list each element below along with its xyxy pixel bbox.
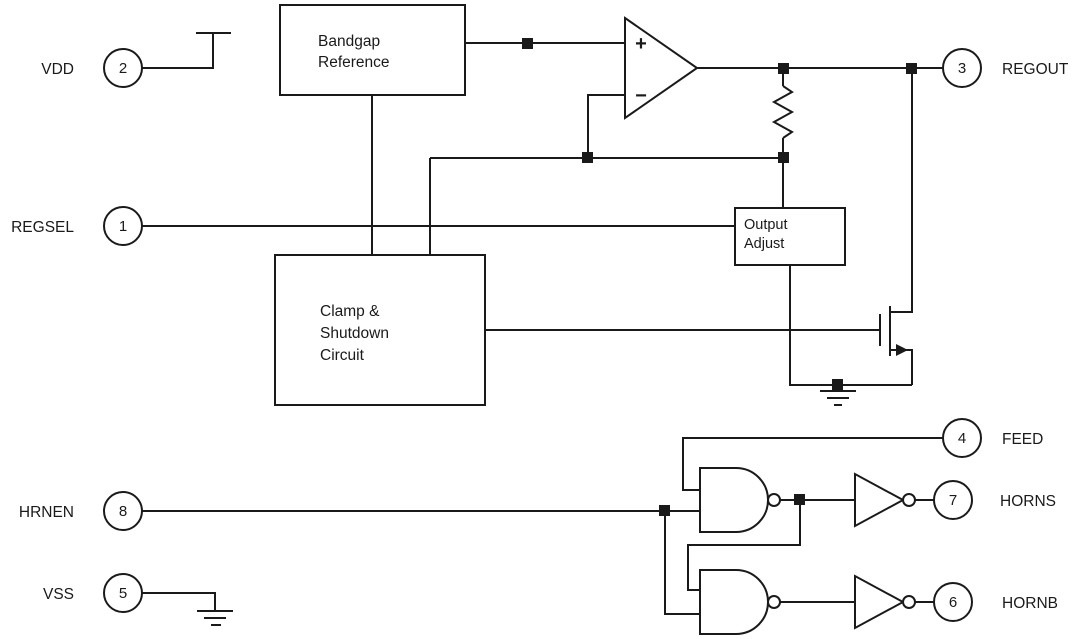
pin-hrnen-circle bbox=[103, 491, 143, 531]
pin-hrnen-label: HRNEN bbox=[19, 504, 74, 521]
pin-vdd-label: VDD bbox=[41, 61, 74, 78]
inverter1-bubble bbox=[902, 493, 916, 507]
output-adjust-to-ground-wire bbox=[789, 265, 912, 386]
nand1-bubble bbox=[767, 493, 781, 507]
hrnen-branch-wire bbox=[664, 511, 700, 615]
vss-ground-icon bbox=[197, 610, 233, 626]
pin-horns-circle bbox=[933, 480, 973, 520]
feed-wire bbox=[682, 437, 943, 491]
pin-feed-label: FEED bbox=[1002, 431, 1043, 448]
nand-feedback-wire bbox=[687, 500, 801, 591]
pin-vss-label: VSS bbox=[43, 586, 74, 603]
junction-dot bbox=[906, 63, 917, 74]
bandgap-reference-label-line2: Reference bbox=[318, 54, 390, 71]
inverter-2 bbox=[854, 574, 916, 630]
nand2-bubble bbox=[767, 595, 781, 609]
output-adjust-label-line2: Adjust bbox=[744, 236, 784, 252]
mosfet-drain-wire bbox=[890, 68, 913, 313]
clamp-shutdown-label-line3: Circuit bbox=[320, 347, 365, 364]
resistor bbox=[771, 85, 795, 139]
vdd-wire bbox=[142, 32, 231, 69]
pin-vss-circle bbox=[103, 573, 143, 613]
mosfet bbox=[879, 306, 908, 356]
clamp-shutdown-block: Clamp & Shutdown Circuit bbox=[274, 254, 486, 406]
nand-gate-2 bbox=[699, 569, 781, 635]
opamp-minus-sign: − bbox=[635, 85, 647, 107]
pin-regout-number: 3 bbox=[958, 60, 966, 77]
junction-dot bbox=[659, 505, 670, 516]
clamp-shutdown-label-line1: Clamp & bbox=[320, 303, 380, 320]
junction-dot bbox=[778, 63, 789, 74]
junction-dot bbox=[778, 152, 789, 163]
pin-hrnen: HRNEN 8 bbox=[19, 491, 143, 531]
mosfet-ground-icon bbox=[820, 390, 856, 406]
junction-dot bbox=[832, 379, 843, 390]
pin-vdd-circle bbox=[103, 48, 143, 88]
pin-hornb-number: 6 bbox=[949, 594, 957, 611]
vss-wire bbox=[142, 592, 216, 611]
opamp-plus-sign: + bbox=[635, 33, 647, 55]
junction-dot bbox=[522, 38, 533, 49]
pin-regsel: REGSEL 1 bbox=[11, 206, 143, 246]
mosfet-source-wire bbox=[890, 349, 913, 385]
pin-regout-circle bbox=[942, 48, 982, 88]
pin-regsel-circle bbox=[103, 206, 143, 246]
pin-vdd: VDD 2 bbox=[41, 48, 143, 88]
pin-regout-label: REGOUT bbox=[1002, 61, 1069, 78]
mosfet-source-arrow bbox=[896, 344, 908, 356]
pin-horns-number: 7 bbox=[949, 492, 957, 509]
junction-dot bbox=[794, 494, 805, 505]
bandgap-reference-block: Bandgap Reference bbox=[279, 4, 466, 96]
pin-regsel-number: 1 bbox=[119, 218, 127, 235]
pin-regout: 3 REGOUT bbox=[942, 48, 1069, 88]
output-adjust-block: Output Adjust bbox=[734, 207, 846, 266]
pin-regsel-label: REGSEL bbox=[11, 219, 74, 236]
pin-feed: 4 FEED bbox=[942, 418, 1043, 458]
feedback-bus-wire bbox=[429, 157, 783, 255]
opamp: + − bbox=[624, 16, 699, 120]
pin-vss: VSS 5 bbox=[43, 573, 143, 613]
pin-hornb-circle bbox=[933, 582, 973, 622]
pin-hornb: 6 HORNB bbox=[933, 582, 1058, 622]
pin-hrnen-number: 8 bbox=[119, 503, 127, 520]
pin-vdd-number: 2 bbox=[119, 60, 127, 77]
pin-horns-label: HORNS bbox=[1000, 493, 1056, 510]
junction-dot bbox=[582, 152, 593, 163]
junction-dots bbox=[522, 38, 917, 516]
opamp-inverting-feedback-wire bbox=[587, 94, 625, 158]
pin-feed-circle bbox=[942, 418, 982, 458]
pin-vss-number: 5 bbox=[119, 585, 127, 602]
nand-gate-1 bbox=[699, 467, 781, 533]
clamp-shutdown-label-line2: Shutdown bbox=[320, 325, 389, 342]
pin-hornb-label: HORNB bbox=[1002, 595, 1058, 612]
output-adjust-label-line1: Output bbox=[744, 217, 788, 233]
pin-feed-number: 4 bbox=[958, 430, 966, 447]
pin-horns: 7 HORNS bbox=[933, 480, 1056, 520]
inverter-1 bbox=[854, 472, 916, 528]
bandgap-reference-label-line1: Bandgap bbox=[318, 33, 380, 50]
inverter2-bubble bbox=[902, 595, 916, 609]
wires bbox=[142, 32, 943, 615]
